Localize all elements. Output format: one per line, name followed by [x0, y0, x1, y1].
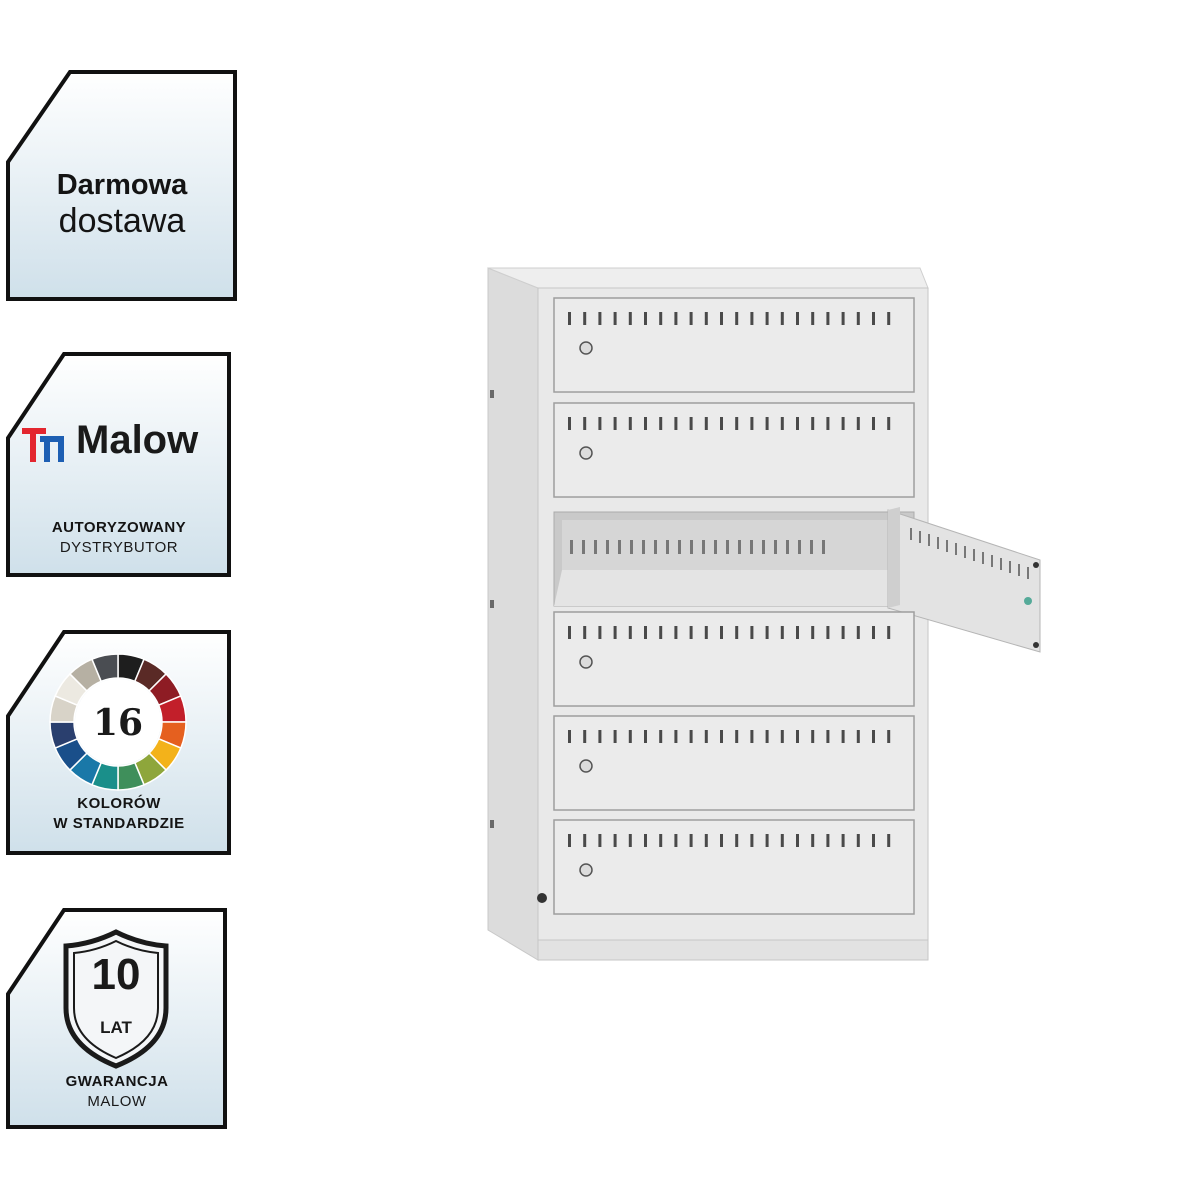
distributor-line1: AUTORYZOWANY — [51, 519, 187, 536]
colors-line1: KOLORÓW — [77, 795, 161, 812]
warranty-unit: LAT — [100, 1018, 132, 1037]
authorized-distributor-badge: Malow AUTORYZOWANY DYSTRYBUTOR — [6, 352, 232, 578]
warranty-badge: 10 LAT GWARANCJA MALOW — [6, 908, 228, 1130]
warranty-number: 10 — [91, 950, 141, 999]
keyhole-icon — [579, 655, 593, 669]
color-wheel-icon — [49, 653, 187, 791]
locker-door — [553, 402, 915, 498]
free-delivery-badge: Darmowa dostawa — [6, 70, 238, 302]
locker-door — [553, 715, 915, 811]
warranty-line1: GWARANCJA — [65, 1073, 169, 1090]
warranty-line2: MALOW — [87, 1093, 147, 1110]
cabinet-side-panel — [487, 267, 539, 961]
cabinet-base — [537, 939, 929, 961]
locker-door — [553, 611, 915, 707]
cabinet-top — [487, 267, 929, 289]
keyhole-icon — [579, 341, 593, 355]
product-image-locker-cabinet — [480, 260, 1080, 985]
malow-logo-icon — [22, 424, 66, 464]
color-swatch — [90, 653, 119, 683]
shield-icon — [63, 929, 169, 1069]
keyhole-icon — [579, 759, 593, 773]
distributor-line2: DYSTRYBUTOR — [59, 539, 179, 556]
keyhole-icon — [579, 446, 593, 460]
brand-name: Malow — [76, 418, 199, 462]
delivery-line2: dostawa — [58, 202, 186, 240]
keyhole-icon — [579, 863, 593, 877]
lock-icon — [1024, 597, 1032, 605]
delivery-line1: Darmowa — [56, 169, 188, 201]
colors-line2: W STANDARDZIE — [53, 815, 185, 832]
colors-badge: 16 KOLORÓW W STANDARDZIE — [6, 630, 232, 856]
locker-door — [553, 297, 915, 393]
cabinet-screw-icon — [537, 893, 547, 903]
locker-door — [553, 819, 915, 915]
colors-count: 16 — [92, 702, 144, 744]
